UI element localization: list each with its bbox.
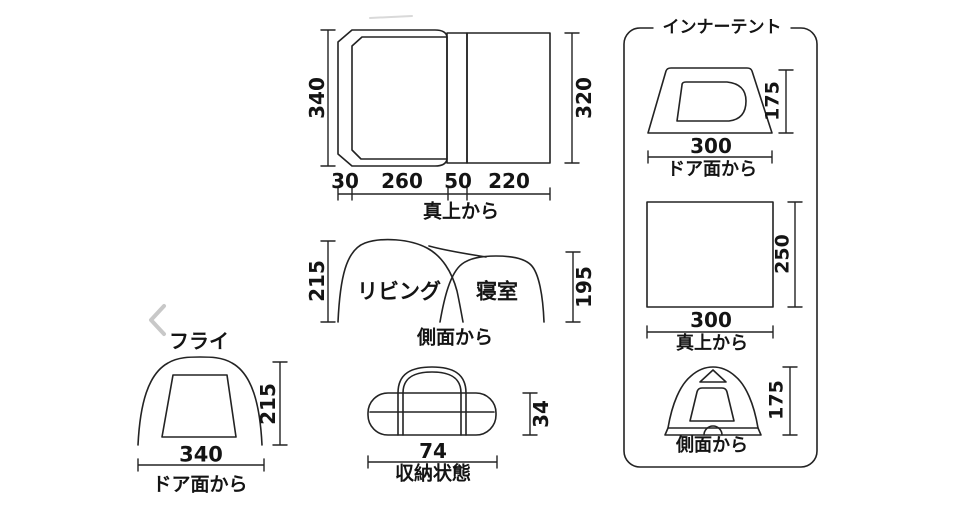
chevron-left-icon[interactable] xyxy=(149,304,166,336)
side-view-living-dome xyxy=(337,238,464,323)
side-view-bedroom-label: 寝室 xyxy=(476,279,518,304)
inner-door-view-door xyxy=(676,81,747,122)
fly-door-outline xyxy=(161,374,237,438)
fly-view-drawing xyxy=(137,356,288,472)
top-view-dim-340 xyxy=(320,29,336,167)
inner-door-dim-height-label: 175 xyxy=(761,81,784,121)
storage-caption: 収納状態 xyxy=(394,462,472,485)
top-view-connector-strip xyxy=(446,32,468,164)
side-view-dim-right-label: 195 xyxy=(572,266,596,308)
inner-door-caption: ドア面から xyxy=(667,159,757,180)
storage-dim-34 xyxy=(522,392,538,436)
inner-top-caption: 真上から xyxy=(676,333,748,354)
top-view-caption: 真上から xyxy=(422,200,500,223)
side-view-dim-195 xyxy=(565,251,581,323)
inner-side-view-body xyxy=(667,366,759,429)
storage-bag-drawing xyxy=(367,366,538,469)
fly-dome-outline xyxy=(137,356,263,446)
top-view-dim-320 xyxy=(564,32,580,164)
top-view-seg2-label: 260 xyxy=(381,169,423,193)
storage-bag-body xyxy=(367,392,497,436)
inner-top-dim-width-label: 300 xyxy=(690,308,732,332)
top-view-dim-right-label: 320 xyxy=(572,77,596,119)
storage-bag-handle-outer xyxy=(397,366,467,394)
side-view-bedroom-dome xyxy=(439,255,545,323)
inner-side-view-bump xyxy=(703,425,723,436)
top-view-seg1-label: 30 xyxy=(331,169,359,193)
inner-door-view-outline xyxy=(647,67,773,134)
inner-door-dim-width-label: 300 xyxy=(690,134,732,158)
inner-door-dim-300 xyxy=(647,150,773,164)
inner-side-dim-height-label: 175 xyxy=(765,380,788,420)
top-view-drawing xyxy=(320,29,580,201)
fly-dim-width-label: 340 xyxy=(179,442,223,467)
inner-top-dim-depth-label: 250 xyxy=(771,234,794,274)
side-view-caption: 側面から xyxy=(416,326,494,349)
storage-dim-74 xyxy=(367,455,498,469)
fly-caption: ドア面から xyxy=(152,473,248,496)
inner-side-dim-175 xyxy=(782,366,798,436)
top-view-seg3-label: 50 xyxy=(444,169,472,193)
top-view-living-outline xyxy=(337,29,448,167)
top-view-bedroom-rect xyxy=(466,32,551,164)
inner-side-view-base xyxy=(664,427,762,436)
inner-top-view-rect xyxy=(646,201,774,308)
top-view-bottom-scale xyxy=(337,187,551,201)
faint-edge-line xyxy=(369,15,413,19)
top-view-living-inner-line xyxy=(351,36,448,160)
side-view-drawing xyxy=(320,238,581,323)
side-view-dim-215 xyxy=(320,240,336,323)
storage-dim-width-label: 74 xyxy=(419,439,447,463)
inner-side-caption: 側面から xyxy=(676,435,748,456)
side-view-living-label: リビング xyxy=(357,279,441,304)
inner-tent-title: インナーテント xyxy=(653,19,791,37)
fly-dim-340 xyxy=(137,458,265,472)
inner-side-view-door xyxy=(689,387,735,422)
inner-door-dim-175 xyxy=(778,69,794,134)
inner-side-view-vent-triangle xyxy=(699,369,727,383)
top-view-seg4-label: 220 xyxy=(488,169,530,193)
storage-dim-height-label: 34 xyxy=(529,400,553,428)
fly-label: フライ xyxy=(169,329,229,353)
inner-top-dim-250 xyxy=(787,201,803,308)
inner-top-dim-300 xyxy=(646,325,774,339)
fly-dim-215 xyxy=(272,361,288,446)
fly-dim-height-label: 215 xyxy=(256,383,280,425)
storage-bag-straps xyxy=(397,392,467,436)
side-view-dim-left-label: 215 xyxy=(305,260,329,302)
storage-bag-handle-inner xyxy=(402,371,462,394)
top-view-dim-left-label: 340 xyxy=(305,77,329,119)
